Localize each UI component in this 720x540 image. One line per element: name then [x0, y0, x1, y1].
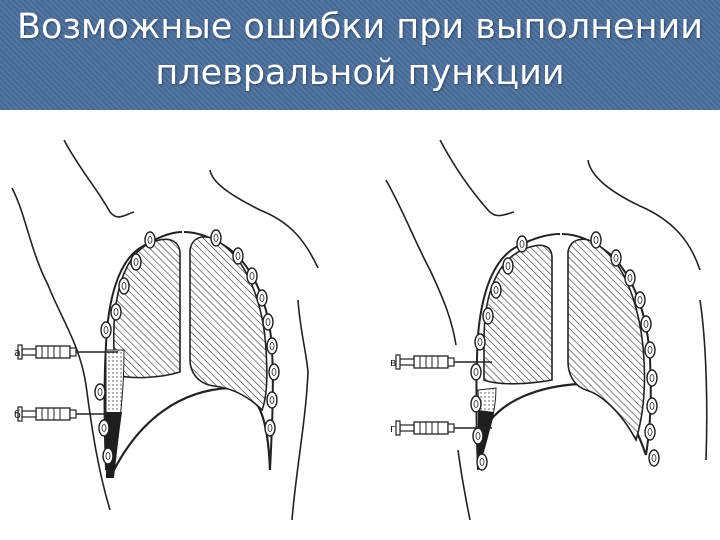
label-g: г: [390, 422, 396, 435]
right-lung-right: [484, 245, 552, 383]
left-lung-left: [190, 237, 267, 410]
pleural-puncture-illustration: а б: [0, 110, 720, 540]
label-b: б: [14, 408, 21, 421]
left-syringe-a: [18, 345, 118, 359]
slide-title-line-1: Возможные ошибки при выполнении: [0, 4, 720, 50]
right-panel-figure: в г: [386, 140, 707, 520]
slide-title-bar: Возможные ошибки при выполнении плевраль…: [0, 0, 720, 110]
left-panel-figure: а б: [12, 140, 318, 520]
left-syringe-b: [18, 407, 118, 421]
right-lung-left: [568, 239, 645, 440]
slide-title-line-2: плевральной пункции: [0, 50, 720, 96]
left-diaphragm-sinus: [106, 412, 122, 478]
label-v: в: [390, 356, 396, 369]
label-a: а: [14, 346, 21, 359]
